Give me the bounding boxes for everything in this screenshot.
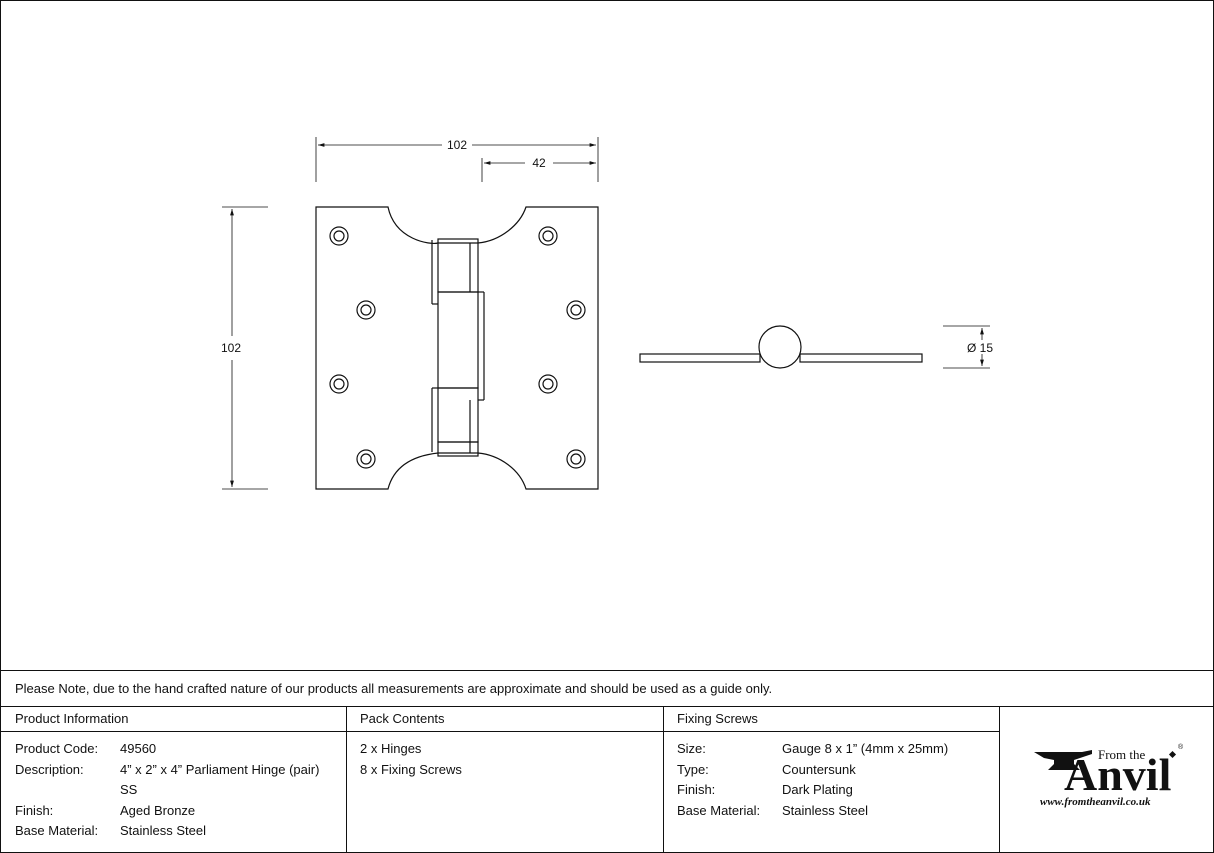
screw-type-value: Countersunk [782, 762, 856, 777]
product-code-label: Product Code: [15, 741, 99, 756]
screw-base-material-label: Base Material: [677, 803, 761, 818]
knuckle-diameter-dimension: Ø 15 [943, 325, 993, 369]
registered-mark: ® [1178, 744, 1184, 751]
fixing-screws-header: Fixing Screws [677, 711, 758, 726]
table-border-top [0, 670, 1214, 671]
knuckle-diameter-label: Ø 15 [967, 341, 993, 355]
leaf-dimension-label: 42 [532, 156, 546, 170]
width-dimension-label: 102 [447, 138, 467, 152]
screw-finish-value: Dark Plating [782, 782, 853, 797]
technical-drawing: 102 42 102 [221, 137, 993, 490]
screw-hole [356, 449, 376, 469]
screw-hole [538, 374, 558, 394]
description-label: Description: [15, 762, 84, 777]
screw-hole [566, 300, 586, 320]
anvil-icon [1034, 750, 1092, 770]
screw-base-material-value: Stainless Steel [782, 803, 868, 818]
finish-value: Aged Bronze [120, 803, 196, 818]
product-code-value: 49560 [120, 741, 157, 756]
logo-from-the: From the [1098, 747, 1146, 762]
description-value-continued: SS [120, 782, 138, 797]
screw-size-label: Size: [677, 741, 706, 756]
leaf-dimension: 42 [481, 156, 596, 182]
table-column-divider [663, 706, 664, 853]
screw-size-value: Gauge 8 x 1” (4mm x 25mm) [782, 741, 949, 756]
logo-url: www.fromtheanvil.co.uk [1040, 796, 1151, 808]
from-the-anvil-logo: From the ® Anvil www.fromtheanvil.co.uk [1030, 744, 1190, 814]
product-information-header: Product Information [15, 711, 129, 726]
screw-hole [329, 226, 349, 246]
finish-label: Finish: [15, 803, 54, 818]
screw-type-label: Type: [677, 762, 709, 777]
hinge-front-view [315, 206, 599, 490]
screw-holes [329, 226, 586, 469]
base-material-value: Stainless Steel [120, 823, 206, 838]
base-material-label: Base Material: [15, 823, 99, 838]
logo-anvil: Anvil [1064, 749, 1172, 800]
measurement-note: Please Note, due to the hand crafted nat… [15, 681, 773, 696]
table-divider-note [0, 706, 1214, 707]
table-divider-header [0, 731, 1000, 732]
width-dimension: 102 [315, 137, 599, 182]
pack-item: 8 x Fixing Screws [360, 762, 462, 777]
table-column-divider [346, 706, 347, 853]
screw-hole [356, 300, 376, 320]
screw-hole [329, 374, 349, 394]
pack-item: 2 x Hinges [360, 741, 422, 756]
table-column-divider [999, 706, 1000, 853]
pack-contents-header: Pack Contents [360, 711, 445, 726]
screw-hole [538, 226, 558, 246]
hinge-side-view [639, 325, 923, 369]
description-value: 4” x 2” x 4” Parliament Hinge (pair) [120, 762, 320, 777]
screw-finish-label: Finish: [677, 782, 716, 797]
screw-hole [566, 449, 586, 469]
height-dimension: 102 [221, 206, 268, 490]
height-dimension-label: 102 [221, 341, 241, 355]
